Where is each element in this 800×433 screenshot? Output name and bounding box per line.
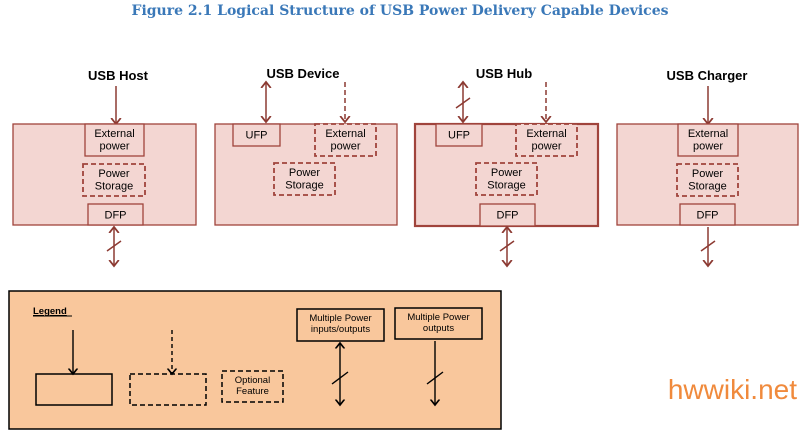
external-power-box <box>515 123 578 157</box>
device-name: USB Charger <box>667 68 748 83</box>
ufp-label: UFP <box>246 130 268 142</box>
dfp-label: DFP <box>105 210 127 222</box>
dfp-label: DFP <box>497 210 519 222</box>
legend-multi-io-slash <box>331 371 349 385</box>
external-power-box <box>677 123 739 157</box>
external-power-box <box>84 123 145 157</box>
multi-slash <box>106 240 122 252</box>
device-name: USB Host <box>88 68 149 83</box>
ufp-box <box>232 123 281 147</box>
legend-multi-out-slash <box>426 371 444 385</box>
power-storage-box <box>475 162 538 196</box>
legend-optional-box <box>129 373 207 406</box>
power-storage-box <box>676 163 739 197</box>
watermark: hwwiki.net <box>668 374 797 405</box>
dfp-box <box>87 203 144 226</box>
power-storage-box <box>82 163 146 197</box>
device-name: USB Hub <box>476 66 532 81</box>
legend-multi-io-box <box>296 308 385 342</box>
figure-title: Figure 2.1 Logical Structure of USB Powe… <box>132 3 669 19</box>
legend-multi-out-box <box>394 307 483 340</box>
legend-mandatory-box <box>35 373 113 406</box>
multi-slash <box>700 240 716 252</box>
ufp-label: UFP <box>448 130 470 142</box>
legend-heading: Legend <box>33 306 67 317</box>
dfp-box <box>679 203 736 226</box>
legend-optional-feature-box <box>221 370 284 403</box>
multi-slash <box>455 97 471 109</box>
multi-slash <box>499 240 515 252</box>
external-power-box <box>314 123 377 157</box>
dfp-label: DFP <box>697 210 719 222</box>
device-name: USB Device <box>267 66 340 81</box>
ufp-box <box>435 123 483 147</box>
power-storage-box <box>273 162 336 196</box>
